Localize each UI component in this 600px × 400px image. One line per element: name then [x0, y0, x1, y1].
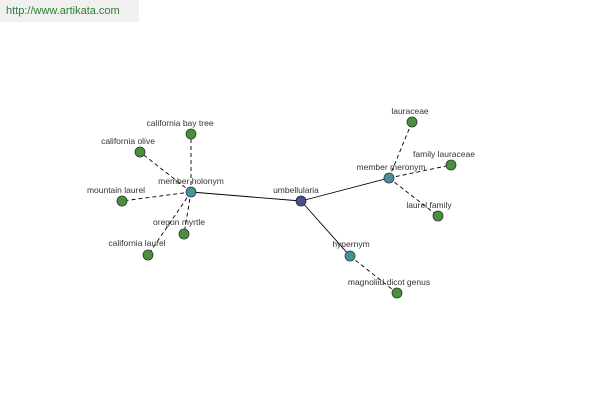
node-california-laurel[interactable] — [142, 249, 154, 261]
node-lauraceae[interactable] — [406, 116, 418, 128]
node-label-hypernym[interactable]: hypernym — [332, 239, 369, 249]
node-label-laurel-family[interactable]: laurel family — [406, 200, 452, 210]
edge-hypernym-to-magnoliid-dicot-genus — [349, 255, 398, 294]
node-label-member-holonym[interactable]: member holonym — [158, 176, 224, 186]
node-label-california-bay-tree[interactable]: california bay tree — [146, 118, 213, 128]
node-member-meronym[interactable] — [383, 172, 395, 184]
node-label-mountain-laurel[interactable]: mountain laurel — [87, 185, 145, 195]
node-label-member-meronym[interactable]: member meronym — [357, 162, 426, 172]
edge-member-holonym-to-california-olive — [139, 151, 192, 193]
node-mountain-laurel[interactable] — [116, 195, 128, 207]
node-magnoliid-dicot-genus[interactable] — [391, 287, 403, 299]
node-label-california-laurel[interactable]: california laurel — [108, 238, 165, 248]
node-label-california-olive[interactable]: california olive — [101, 136, 155, 146]
node-california-bay-tree[interactable] — [185, 128, 197, 140]
edges-layer — [121, 121, 452, 294]
node-oregon-myrtle[interactable] — [178, 228, 190, 240]
node-label-magnoliid-dicot-genus[interactable]: magnoliid dicot genus — [348, 277, 430, 287]
edge-member-holonym-to-california-laurel — [147, 191, 192, 256]
node-laurel-family[interactable] — [432, 210, 444, 222]
edge-member-meronym-to-family-lauraceae — [388, 164, 452, 179]
node-hypernym[interactable] — [344, 250, 356, 262]
node-label-family-lauraceae[interactable]: family lauraceae — [413, 149, 475, 159]
node-label-lauraceae[interactable]: lauraceae — [391, 106, 429, 116]
nodes-layer — [116, 116, 457, 299]
source-url[interactable]: http://www.artikata.com — [0, 0, 139, 22]
node-label-oregon-myrtle[interactable]: oregon myrtle — [153, 217, 205, 227]
edge-member-holonym-to-mountain-laurel — [121, 191, 192, 202]
node-california-olive[interactable] — [134, 146, 146, 158]
node-member-holonym[interactable] — [185, 186, 197, 198]
edge-umbellularia-to-hypernym — [300, 200, 351, 257]
node-umbellularia[interactable] — [295, 195, 307, 207]
labels-layer: umbellularia member holonym member meronym… — [87, 106, 475, 287]
node-label-umbellularia[interactable]: umbellularia — [273, 185, 319, 195]
node-family-lauraceae[interactable] — [445, 159, 457, 171]
edge-member-meronym-to-lauraceae — [388, 121, 413, 179]
edge-umbellularia-to-member-meronym — [300, 177, 390, 202]
edge-member-meronym-to-laurel-family — [388, 177, 439, 217]
edge-umbellularia-to-member-holonym — [190, 191, 302, 202]
edge-member-holonym-to-oregon-myrtle — [183, 191, 192, 235]
